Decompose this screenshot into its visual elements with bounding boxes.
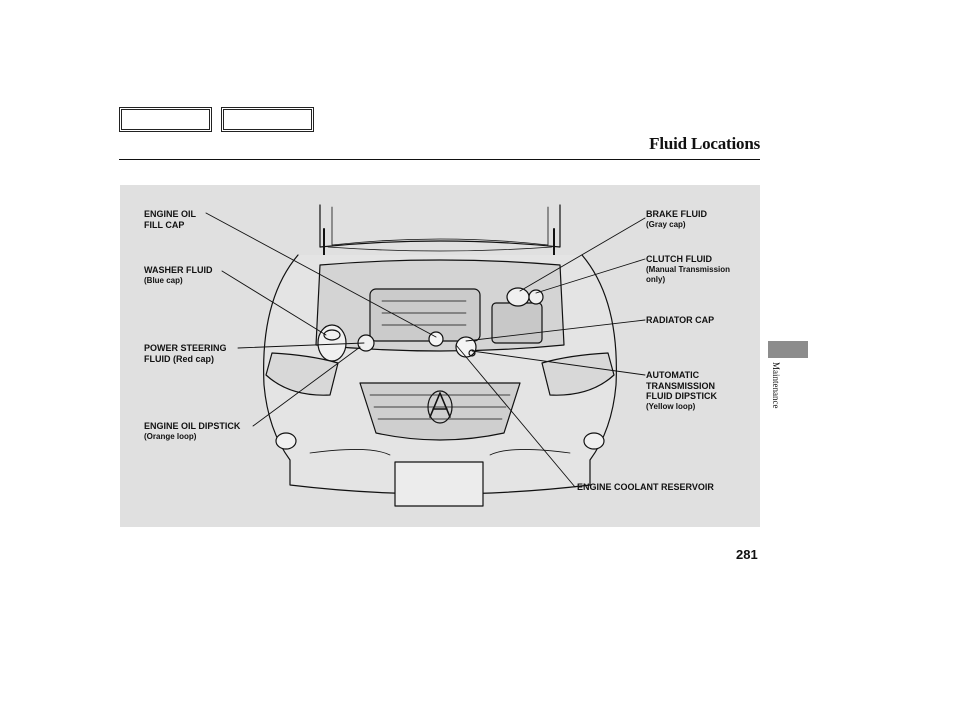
label-radiator-cap: RADIATOR CAP — [646, 315, 715, 325]
section-label: Maintenance — [771, 362, 781, 409]
label-engine-oil-fill-cap: ENGINE OIL FILL CAP — [144, 209, 197, 230]
page-number: 281 — [736, 547, 758, 562]
section-tab — [768, 341, 808, 358]
label-engine-coolant-reservoir: ENGINE COOLANT RESERVOIR — [577, 482, 714, 492]
label-washer-fluid: WASHER FLUID (Blue cap) — [144, 265, 213, 285]
label-engine-oil-dipstick: ENGINE OIL DIPSTICK (Orange loop) — [144, 421, 241, 441]
page-title: Fluid Locations — [649, 134, 760, 153]
nav-button-1[interactable] — [119, 107, 212, 132]
label-atf-dipstick: AUTOMATIC TRANSMISSION FLUID DIPSTICK (Y… — [646, 370, 717, 411]
engine-bay-figure: ENGINE OIL FILL CAP WASHER FLUID (Blue c… — [120, 185, 760, 527]
label-clutch-fluid: CLUTCH FLUID (Manual Transmission only) — [646, 254, 731, 284]
car-illustration — [205, 204, 646, 507]
nav-button-2[interactable] — [221, 107, 314, 132]
title-rule — [119, 159, 760, 160]
label-power-steering: POWER STEERING FLUID (Red cap) — [144, 343, 227, 364]
label-brake-fluid: BRAKE FLUID (Gray cap) — [646, 209, 707, 229]
